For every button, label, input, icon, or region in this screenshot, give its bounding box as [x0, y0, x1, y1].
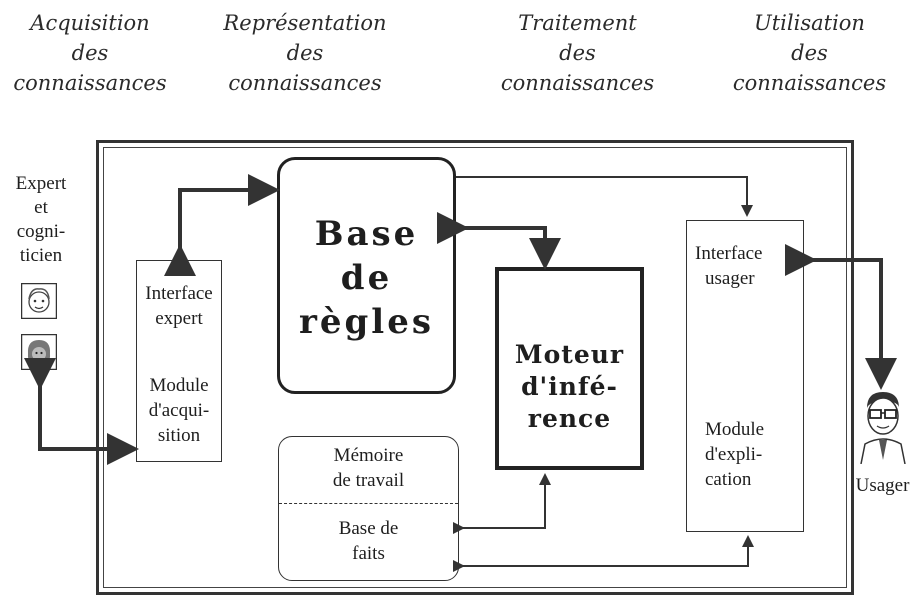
box-line: rence — [527, 404, 612, 433]
memoire-travail-box: Mémoire de travail Base de faits — [278, 436, 459, 581]
interface-usager-box: Interface usager Module d'expli- cation — [686, 220, 804, 532]
box-line: Moteur — [514, 340, 625, 369]
header-line: des — [559, 41, 596, 65]
box-line: règles — [298, 302, 434, 342]
interface-expert-box: Interface expert Module d'acqui- sition — [136, 260, 222, 462]
usager-face-icon — [860, 392, 906, 464]
expert-face-icon — [21, 283, 57, 319]
moteur-inference-box: Moteur d'infé- rence — [495, 267, 644, 470]
header-line: connaissances — [732, 71, 887, 95]
box-line: Base — [314, 214, 419, 254]
box-line: sition — [157, 425, 201, 446]
box-line: Base de — [338, 518, 399, 539]
arrow-usager-interface — [785, 244, 897, 390]
header-line: des — [71, 41, 109, 65]
expert-label: Expert et cogni- ticien — [2, 172, 80, 268]
box-line: de — [340, 258, 393, 298]
arrow-moteur-faits — [453, 473, 551, 534]
header-line: des — [286, 41, 324, 65]
header-line: Utilisation — [754, 11, 865, 35]
header-traitement: Traitement des connaissances — [490, 8, 665, 98]
box-line: cation — [705, 469, 752, 490]
box-line: usager — [705, 268, 755, 289]
arrow-cogniticien-acquisition — [24, 358, 139, 465]
expert-line: ticien — [19, 245, 63, 266]
header-utilisation: Utilisation des connaissances — [722, 8, 897, 98]
box-line: de travail — [332, 470, 405, 491]
box-line: Interface — [145, 283, 213, 304]
box-line: expert — [155, 308, 203, 329]
arrow-rules-usager — [456, 176, 753, 217]
expert-line: Expert — [15, 173, 67, 194]
header-line: Représentation — [223, 11, 387, 35]
memoire-divider — [279, 503, 458, 504]
expert-line: cogni- — [16, 221, 66, 242]
header-representation: Représentation des connaissances — [205, 8, 405, 98]
box-line: Module — [705, 419, 765, 440]
base-de-regles-box: Base de règles — [277, 157, 456, 394]
box-line: d'acqui- — [148, 400, 210, 421]
box-line: Module — [149, 375, 209, 396]
header-line: connaissances — [500, 71, 655, 95]
header-line: connaissances — [228, 71, 382, 95]
arrow-rules-moteur — [437, 212, 561, 270]
header-line: connaissances — [13, 71, 167, 95]
arrow-faits-usager — [453, 535, 754, 572]
box-line: d'expli- — [705, 444, 763, 465]
header-line: des — [791, 41, 828, 65]
box-line: d'infé- — [521, 372, 618, 401]
box-line: Interface — [695, 243, 763, 264]
header-line: Traitement — [518, 11, 637, 35]
arrow-expert-rules — [164, 174, 280, 276]
header-line: Acquisition — [30, 11, 150, 35]
header-acquisition: Acquisition des connaissances — [5, 8, 175, 98]
box-line: faits — [352, 543, 385, 564]
expert-line: et — [34, 197, 48, 218]
usager-label: Usager — [855, 475, 910, 496]
box-line: Mémoire — [333, 445, 404, 466]
